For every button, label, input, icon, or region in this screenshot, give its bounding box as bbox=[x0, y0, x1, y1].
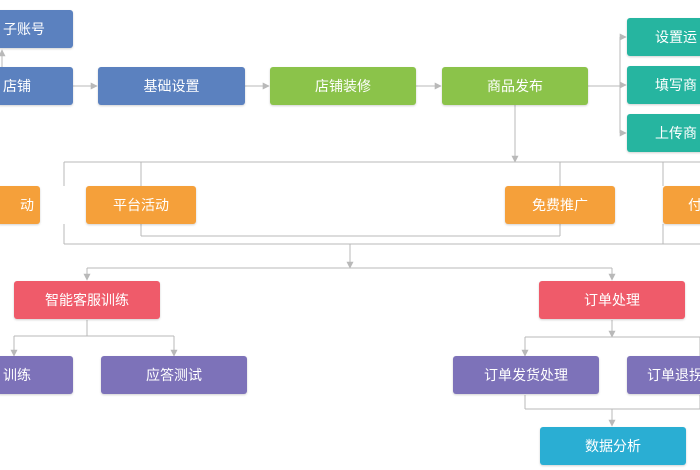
data-analysis-label: 数据分析 bbox=[585, 439, 641, 455]
fill-product-label: 填写商 bbox=[655, 78, 697, 94]
free-promotion-node[interactable]: 免费推广 bbox=[505, 186, 615, 224]
set-shipping-node[interactable]: 设置运 bbox=[627, 18, 700, 56]
smart-cs-training-label: 智能客服训练 bbox=[45, 293, 129, 309]
store-decoration-node[interactable]: 店铺装修 bbox=[270, 67, 416, 105]
product-publish-node[interactable]: 商品发布 bbox=[442, 67, 588, 105]
order-shipping-label: 订单发货处理 bbox=[484, 368, 568, 384]
order-refund-label: 订单退拐 bbox=[647, 368, 700, 384]
data-analysis-node[interactable]: 数据分析 bbox=[540, 427, 686, 465]
product-publish-label: 商品发布 bbox=[487, 79, 543, 95]
open-store-label: 店铺 bbox=[3, 79, 31, 95]
order-processing-node[interactable]: 订单处理 bbox=[539, 281, 685, 319]
order-processing-label: 订单处理 bbox=[584, 293, 640, 309]
paid-promotion-label: 付 bbox=[688, 198, 700, 214]
platform-activity-label: 平台活动 bbox=[113, 198, 169, 214]
smart-cs-training-node[interactable]: 智能客服训练 bbox=[14, 281, 160, 319]
basic-settings-node[interactable]: 基础设置 bbox=[98, 67, 245, 105]
training-left-label: 训练 bbox=[3, 368, 31, 384]
training-left-node[interactable]: 训练 bbox=[0, 356, 73, 394]
fill-product-node[interactable]: 填写商 bbox=[627, 66, 700, 104]
set-shipping-label: 设置运 bbox=[655, 30, 697, 46]
upload-product-label: 上传商 bbox=[655, 126, 697, 142]
platform-activity-node[interactable]: 平台活动 bbox=[86, 186, 196, 224]
response-test-node[interactable]: 应答测试 bbox=[101, 356, 247, 394]
upload-product-node[interactable]: 上传商 bbox=[627, 114, 700, 152]
order-shipping-node[interactable]: 订单发货处理 bbox=[453, 356, 599, 394]
paid-promotion-node[interactable]: 付 bbox=[663, 186, 700, 224]
response-test-label: 应答测试 bbox=[146, 368, 202, 384]
store-decoration-label: 店铺装修 bbox=[315, 79, 371, 95]
free-promotion-label: 免费推广 bbox=[532, 198, 588, 214]
activity-left-label: 动 bbox=[20, 198, 34, 214]
basic-settings-label: 基础设置 bbox=[143, 79, 200, 95]
order-refund-node[interactable]: 订单退拐 bbox=[627, 356, 700, 394]
sub-account-node[interactable]: 子账号 bbox=[0, 10, 73, 48]
open-store-node[interactable]: 店铺 bbox=[0, 67, 73, 105]
sub-account-label: 子账号 bbox=[3, 22, 45, 38]
activity-left-node[interactable]: 动 bbox=[0, 186, 40, 224]
